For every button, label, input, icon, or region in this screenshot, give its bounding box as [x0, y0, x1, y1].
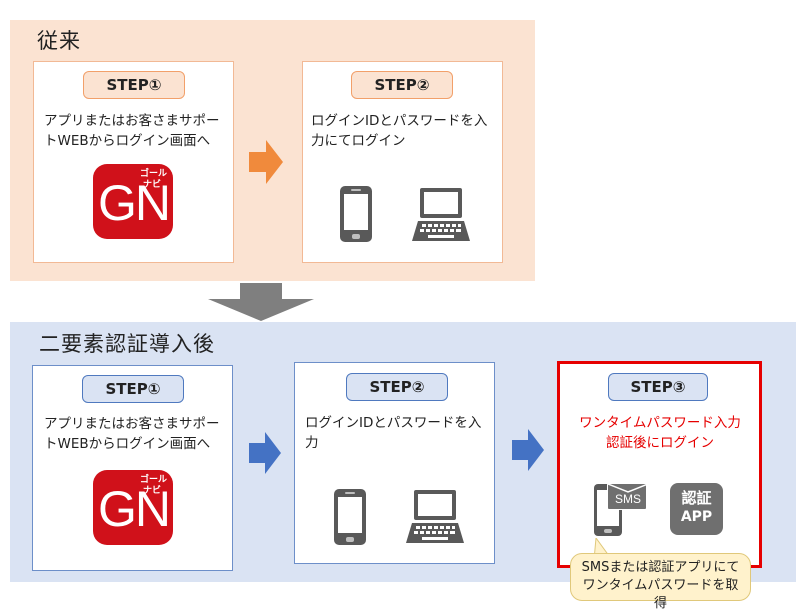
- after-step2-badge: STEP②: [346, 373, 448, 401]
- envelope-flap-icon: [608, 484, 648, 493]
- sms-envelope: SMS: [607, 483, 648, 510]
- desc-line: 力: [305, 435, 319, 451]
- callout-bubble: SMSまたは認証アプリにて ワンタイムパスワードを取得: [570, 553, 751, 611]
- desc-line: 認証後にログイン: [606, 435, 714, 451]
- before-step2-description: ログインIDとパスワードを入 力にてログイン: [311, 111, 499, 151]
- smartphone-icon: [340, 186, 372, 242]
- smartphone-icon: [334, 489, 366, 545]
- after-step2-description: ログインIDとパスワードを入 力: [305, 413, 493, 453]
- logo-kana-top: ゴール: [139, 169, 167, 179]
- goal-navi-logo: GN ゴール ナビ: [93, 470, 173, 545]
- desc-line: ログインIDとパスワードを入: [311, 113, 488, 129]
- desc-line: ワンタイムパスワード入力: [579, 415, 741, 431]
- sms-phone-icon: SMS: [593, 481, 651, 539]
- laptop-icon: [412, 188, 470, 241]
- auth-app-label-bottom: APP: [680, 509, 713, 525]
- after-step3-badge: STEP③: [608, 373, 708, 401]
- callout-line: SMSまたは認証アプリにて: [581, 560, 740, 575]
- arrow-right-icon: [249, 432, 281, 474]
- after-panel-title: 二要素認証導入後: [39, 332, 215, 356]
- desc-line: アプリまたはお客さまサポー: [44, 416, 220, 432]
- after-step1-description: アプリまたはお客さまサポー トWEBからログイン画面へ: [44, 414, 232, 454]
- logo-text: GN: [98, 175, 171, 231]
- desc-line: トWEBからログイン画面へ: [44, 436, 211, 452]
- desc-line: 力にてログイン: [311, 133, 406, 149]
- auth-app-icon: 認証 APP: [670, 483, 723, 535]
- arrow-down-icon: [208, 283, 314, 321]
- logo-kana-bottom: ナビ: [142, 486, 161, 496]
- callout-line: ワンタイムパスワードを取得: [582, 578, 739, 611]
- goal-navi-logo: GN ゴール ナビ: [93, 164, 173, 239]
- before-panel-title: 従来: [37, 29, 81, 53]
- sms-label: SMS: [614, 492, 641, 506]
- before-step1-description: アプリまたはお客さまサポー トWEBからログイン画面へ: [44, 111, 232, 151]
- after-step1-badge: STEP①: [82, 375, 184, 403]
- desc-line: ログインIDとパスワードを入: [305, 415, 482, 431]
- desc-line: アプリまたはお客さまサポー: [44, 113, 220, 129]
- desc-line: トWEBからログイン画面へ: [44, 133, 211, 149]
- after-step3-description: ワンタイムパスワード入力 認証後にログイン: [566, 413, 754, 453]
- auth-app-label-top: 認証: [681, 489, 712, 507]
- logo-text: GN: [98, 481, 171, 537]
- arrow-right-icon: [512, 429, 544, 471]
- before-step2-badge: STEP②: [351, 71, 453, 99]
- logo-kana-top: ゴール: [139, 475, 167, 485]
- before-step1-badge: STEP①: [83, 71, 185, 99]
- logo-kana-bottom: ナビ: [142, 180, 161, 190]
- laptop-icon: [406, 490, 464, 543]
- arrow-right-icon: [249, 140, 283, 184]
